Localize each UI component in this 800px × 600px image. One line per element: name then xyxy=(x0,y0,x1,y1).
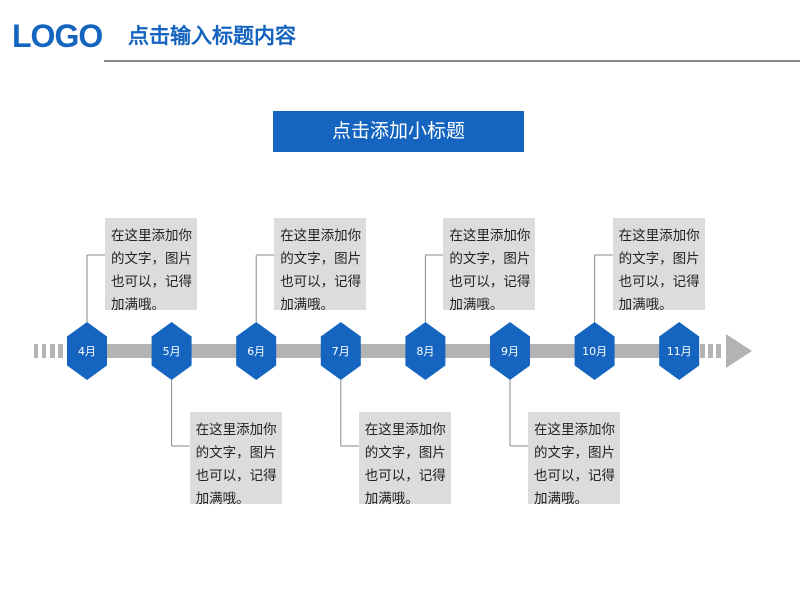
connector-lines xyxy=(86,254,613,447)
note-text-line: 的文字，图片 xyxy=(111,251,192,267)
month-hexagon xyxy=(490,322,530,380)
note-text-line: 加满哦。 xyxy=(364,491,419,507)
month-label: 6月 xyxy=(247,345,265,358)
month-hexagon xyxy=(659,322,700,380)
note-text-line: 在这里添加你 xyxy=(111,228,192,244)
note-text-line: 加满哦。 xyxy=(534,491,588,507)
note-text-line: 也可以，记得 xyxy=(618,274,700,290)
note-text-line: 在这里添加你 xyxy=(449,228,531,244)
month-hexagon xyxy=(574,322,615,380)
note-text-line: 的文字，图片 xyxy=(618,251,700,267)
note-box[interactable]: 在这里添加你的文字，图片也可以，记得加满哦。 xyxy=(358,412,451,507)
note-text-line: 加满哦。 xyxy=(111,297,165,313)
arrow-dash xyxy=(34,344,38,358)
month-hexagon xyxy=(405,322,446,380)
arrow-dash xyxy=(50,344,55,358)
timeline-arrow xyxy=(34,334,752,368)
note-text-line: 的文字，图片 xyxy=(534,445,615,461)
note-box[interactable]: 在这里添加你的文字，图片也可以，记得加满哦。 xyxy=(274,218,367,313)
arrow-dash xyxy=(58,344,63,358)
header: LOGO 点击输入标题内容 xyxy=(0,0,800,62)
month-label: 7月 xyxy=(332,345,350,358)
month-label: 10月 xyxy=(582,345,607,358)
header-divider xyxy=(104,60,800,62)
note-text-line: 加满哦。 xyxy=(195,491,250,507)
note-text-line: 也可以，记得 xyxy=(280,274,362,290)
note-text-line: 在这里添加你 xyxy=(280,228,362,244)
month-hexagon xyxy=(320,322,361,380)
note-text-line: 加满哦。 xyxy=(449,297,504,313)
note-text-line: 也可以，记得 xyxy=(111,274,192,290)
arrow-dash xyxy=(708,344,713,358)
note-box[interactable]: 在这里添加你的文字，图片也可以，记得加满哦。 xyxy=(612,218,705,313)
note-text-line: 在这里添加你 xyxy=(364,422,446,438)
month-hexagon xyxy=(67,322,107,380)
note-text-line: 也可以，记得 xyxy=(534,468,615,484)
note-box[interactable]: 在这里添加你的文字，图片也可以，记得加满哦。 xyxy=(443,218,536,313)
note-text-line: 也可以，记得 xyxy=(195,468,277,484)
note-text-line: 在这里添加你 xyxy=(534,422,615,438)
arrow-dash xyxy=(42,344,46,358)
note-box[interactable]: 在这里添加你的文字，图片也可以，记得加满哦。 xyxy=(528,412,620,507)
note-text-line: 在这里添加你 xyxy=(618,228,700,244)
month-markers: 4月 5月 6月 7月 8月 9月 10月 11月 xyxy=(67,322,700,380)
subtitle-box[interactable]: 点击添加小标题 xyxy=(273,111,524,152)
month-label: 5月 xyxy=(163,345,181,358)
note-text-line: 的文字，图片 xyxy=(280,251,362,267)
page-title[interactable]: 点击输入标题内容 xyxy=(128,24,296,48)
logo: LOGO xyxy=(12,18,103,54)
note-text-line: 的文字，图片 xyxy=(449,251,531,267)
month-label: 9月 xyxy=(501,345,519,358)
note-text-line: 加满哦。 xyxy=(280,297,335,313)
month-label: 8月 xyxy=(416,345,434,358)
arrow-dash xyxy=(700,344,705,358)
note-text-line: 也可以，记得 xyxy=(449,274,531,290)
note-text-line: 的文字，图片 xyxy=(364,445,446,461)
note-box[interactable]: 在这里添加你的文字，图片也可以，记得加满哦。 xyxy=(189,412,282,507)
month-label: 11月 xyxy=(667,345,692,358)
arrow-head xyxy=(726,334,752,368)
note-text-line: 也可以，记得 xyxy=(364,468,446,484)
month-hexagon xyxy=(151,322,192,380)
month-label: 4月 xyxy=(78,345,96,358)
note-box[interactable]: 在这里添加你的文字，图片也可以，记得加满哦。 xyxy=(105,218,197,313)
arrow-dash xyxy=(716,344,721,358)
note-text-line: 加满哦。 xyxy=(618,297,673,313)
note-text-line: 的文字，图片 xyxy=(195,445,277,461)
month-hexagon xyxy=(236,322,277,380)
note-text-line: 在这里添加你 xyxy=(195,422,277,438)
